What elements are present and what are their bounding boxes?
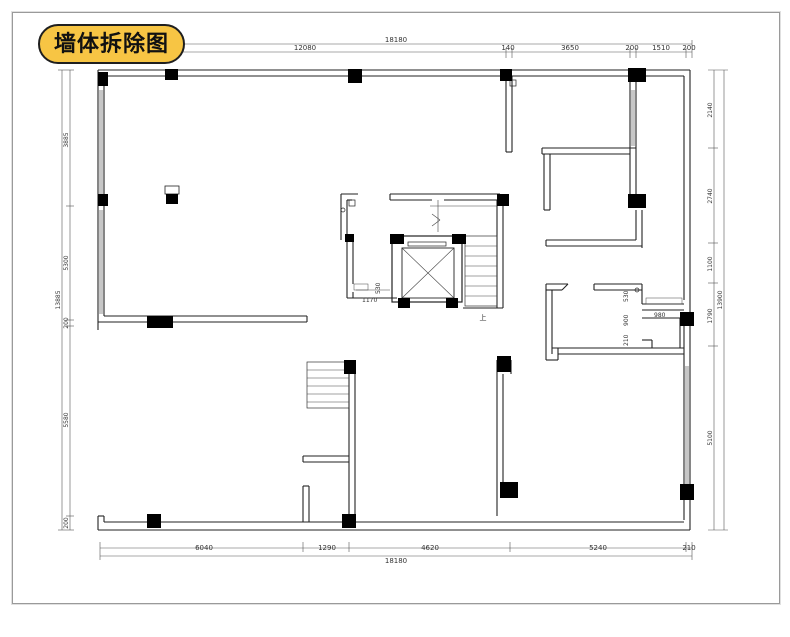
column xyxy=(500,69,512,81)
left-dim-5: 200 xyxy=(63,517,70,529)
bottom-total-dim: 18180 xyxy=(385,557,407,565)
right-dim-1: 2140 xyxy=(707,102,714,117)
page-title: 墙体拆除图 xyxy=(38,24,186,64)
column xyxy=(390,234,404,244)
bottom-dim-4: 5240 xyxy=(589,544,607,552)
inner-dim-b: 530 xyxy=(375,282,382,294)
column xyxy=(98,72,108,86)
inner-dimensions: 1170 530 900 980 530 210 xyxy=(353,282,683,346)
stair-up-label: 上 xyxy=(480,313,487,322)
staircase-upper: 上 xyxy=(430,200,498,322)
right-total-dim: 13900 xyxy=(717,290,724,309)
column xyxy=(446,298,458,308)
interior-walls xyxy=(302,76,684,522)
top-dim-2: 140 xyxy=(501,44,514,52)
top-dim-6: 200 xyxy=(682,44,695,52)
column xyxy=(147,514,161,528)
column xyxy=(497,194,509,206)
outer-walls xyxy=(97,69,691,531)
column xyxy=(166,194,178,204)
bottom-dimensions: 6040 1290 4620 5240 210 18180 xyxy=(99,542,696,565)
inner-dim-e: 530 xyxy=(623,290,630,302)
left-dim-3: 200 xyxy=(63,317,70,329)
inner-dim-c: 900 xyxy=(623,314,630,326)
column xyxy=(165,69,178,80)
column xyxy=(345,234,354,242)
column xyxy=(628,194,646,208)
elevator xyxy=(391,235,463,303)
column xyxy=(628,68,646,82)
left-dim-1: 3885 xyxy=(63,132,70,147)
window-marks xyxy=(99,90,689,484)
right-dim-5: 5100 xyxy=(707,430,714,445)
left-dim-4: 5580 xyxy=(63,412,70,427)
top-total-dim: 18180 xyxy=(385,36,407,44)
inner-dim-a: 1170 xyxy=(362,297,377,304)
bottom-dim-5: 210 xyxy=(682,544,695,552)
left-total-dim: 13885 xyxy=(55,290,62,309)
bottom-dim-3: 4620 xyxy=(421,544,439,552)
column xyxy=(680,312,694,326)
column xyxy=(497,356,511,372)
left-dimensions: 13885 3885 5300 200 5580 200 xyxy=(55,69,74,531)
right-dimensions: 2140 2740 1100 1790 5100 13900 xyxy=(707,69,728,531)
column xyxy=(147,316,173,328)
top-dim-3: 3650 xyxy=(561,44,579,52)
column xyxy=(342,514,356,528)
column xyxy=(680,484,694,500)
inner-dim-f: 210 xyxy=(623,334,630,346)
top-dimensions: 18180 12080 140 3650 200 1510 200 xyxy=(99,36,696,58)
right-dim-2: 2740 xyxy=(707,188,714,203)
top-dim-5: 1510 xyxy=(652,44,670,52)
drawing-frame xyxy=(12,12,780,604)
column xyxy=(398,298,410,308)
right-dim-3: 1100 xyxy=(707,256,714,271)
bottom-dim-1: 6040 xyxy=(195,544,213,552)
left-dim-2: 5300 xyxy=(63,255,70,270)
right-dim-4: 1790 xyxy=(707,308,714,323)
columns xyxy=(98,68,694,528)
bottom-dim-2: 1290 xyxy=(318,544,336,552)
column xyxy=(500,482,518,498)
column xyxy=(452,234,466,244)
inner-dim-d: 980 xyxy=(654,312,666,319)
staircase-lower xyxy=(306,361,350,409)
column xyxy=(344,360,356,374)
top-dim-4: 200 xyxy=(625,44,638,52)
column xyxy=(348,69,362,83)
top-dim-1: 12080 xyxy=(294,44,316,52)
column xyxy=(98,194,108,206)
